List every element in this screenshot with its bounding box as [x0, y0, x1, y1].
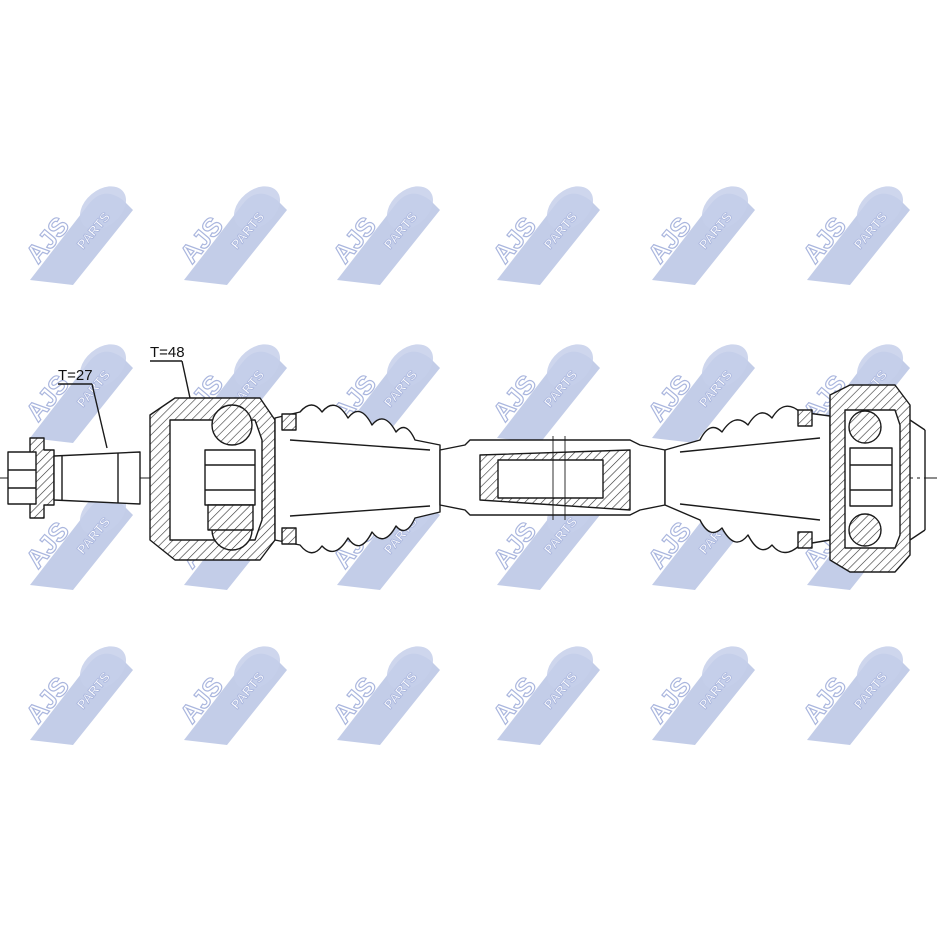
- shaft-assembly: T=27 T=48: [0, 344, 937, 573]
- left-boot: [274, 404, 441, 554]
- ajs-watermark-logo: [173, 176, 290, 286]
- ajs-watermark-logo: [641, 636, 758, 746]
- callout-t48: T=48: [150, 344, 191, 399]
- left-hub-nut: [7, 437, 141, 519]
- ajs-watermark-logo: [641, 176, 758, 286]
- ajs-watermark-logo: [173, 636, 290, 746]
- ajs-watermark-logo: [326, 636, 443, 746]
- callout-t27: T=27: [58, 367, 108, 449]
- center-shaft: [439, 436, 666, 520]
- callout-t48-label: T=48: [150, 344, 185, 361]
- right-boot: [664, 405, 831, 554]
- ajs-watermark-logo: [19, 334, 136, 444]
- ajs-watermark-logo: [19, 176, 136, 286]
- ajs-watermark-logo: [19, 636, 136, 746]
- ajs-watermark-logo: [486, 334, 603, 444]
- ajs-watermark-logo: [486, 636, 603, 746]
- callout-t27-label: T=27: [58, 367, 93, 384]
- ajs-watermark-logo: [796, 176, 913, 286]
- right-tripod-joint: [829, 384, 926, 573]
- left-cv-joint: [149, 397, 276, 561]
- ajs-watermark-logo: [486, 176, 603, 286]
- ajs-watermark-logo: [326, 176, 443, 286]
- ajs-watermark-logo: [796, 636, 913, 746]
